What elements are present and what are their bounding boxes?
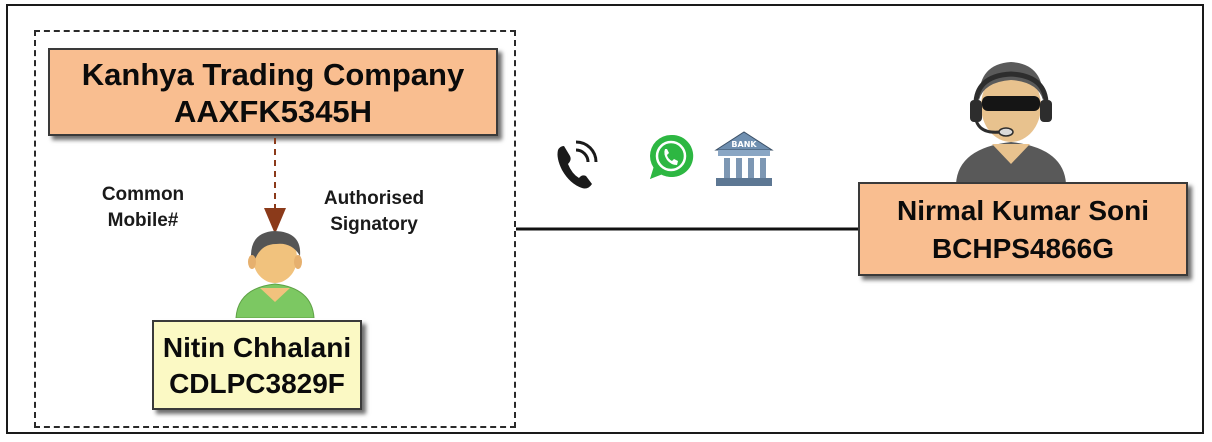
- person-name: Nitin Chhalani: [162, 332, 352, 363]
- company-node: Kanhya Trading Company AAXFK5345H: [48, 48, 498, 136]
- authorised-signatory-line1: Authorised: [323, 188, 425, 209]
- diagram-frame: [6, 4, 1204, 434]
- common-mobile-label: Common Mobile#: [88, 182, 198, 234]
- related-entities-group: [34, 30, 516, 428]
- company-pan: AAXFK5345H: [173, 94, 373, 129]
- connection-line: [516, 227, 862, 231]
- authorised-signatory-label: Authorised Signatory: [304, 186, 444, 238]
- phone-icon: [557, 140, 598, 189]
- authorised-signatory-line2: Signatory: [330, 214, 418, 235]
- bank-sign: BANK: [731, 140, 757, 149]
- common-mobile-line2: Mobile#: [107, 210, 179, 231]
- suspect-node: Nirmal Kumar Soni BCHPS4866G: [858, 182, 1188, 276]
- common-mobile-line1: Common: [101, 184, 185, 205]
- person-pan: CDLPC3829F: [169, 368, 345, 399]
- bank-icon: BANK: [714, 131, 774, 186]
- suspect-name: Nirmal Kumar Soni: [896, 195, 1150, 226]
- person-node: Nitin Chhalani CDLPC3829F: [152, 320, 362, 410]
- company-name: Kanhya Trading Company: [81, 57, 465, 92]
- whatsapp-icon: [650, 134, 694, 179]
- hacker-avatar: [956, 62, 1066, 184]
- signatory-arrow: [264, 138, 286, 234]
- suspect-pan: BCHPS4866G: [931, 233, 1115, 264]
- person-avatar: [235, 231, 315, 318]
